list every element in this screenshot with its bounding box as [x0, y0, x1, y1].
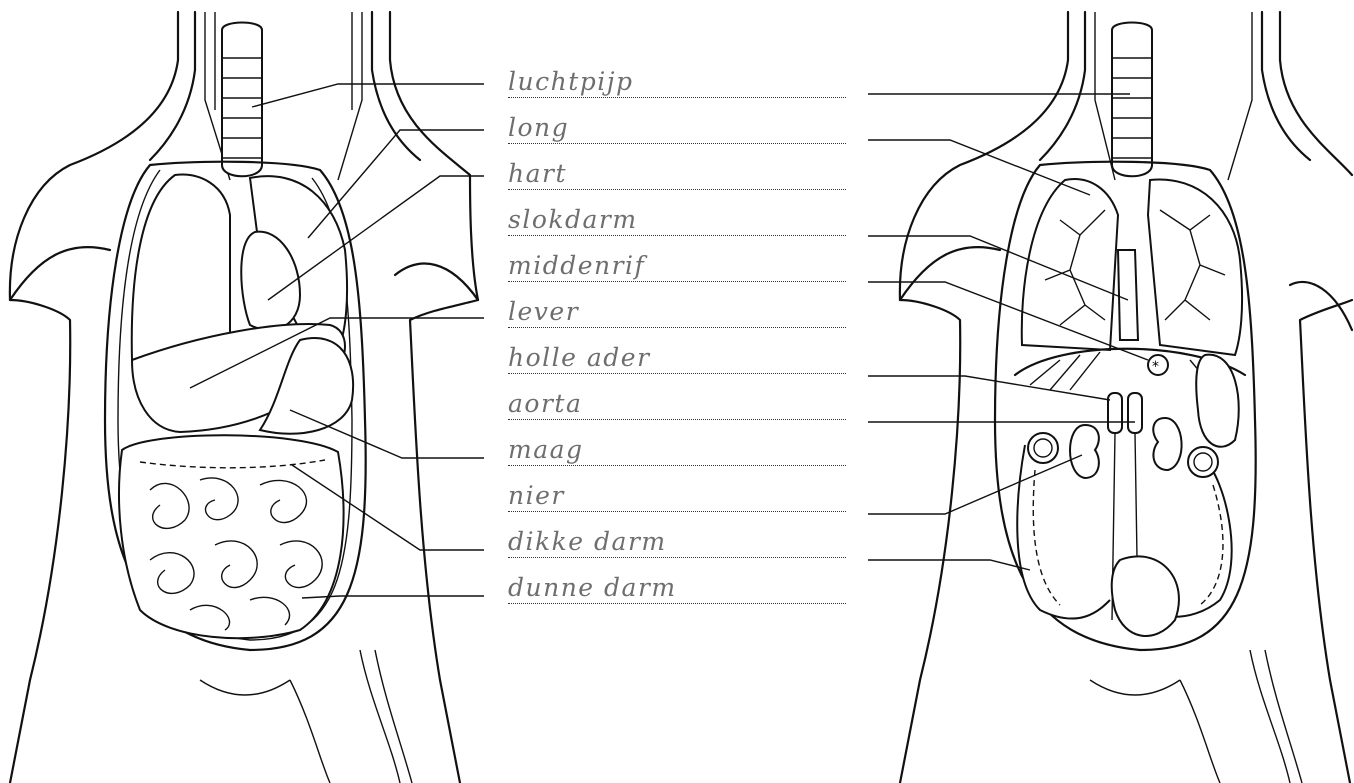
right-esophagus: [1118, 250, 1138, 340]
label-maag: maag: [484, 420, 846, 466]
label-text: hart: [508, 159, 567, 188]
svg-text:*: *: [1152, 359, 1159, 375]
label-text: maag: [508, 435, 584, 464]
label-aorta: aorta: [484, 374, 846, 420]
left-trachea: [222, 23, 262, 177]
label-slokdarm: slokdarm: [484, 190, 846, 236]
left-large-intestine: [119, 435, 344, 638]
label-hart: hart: [484, 144, 846, 190]
label-text: dikke darm: [508, 527, 667, 556]
label-text: nier: [508, 481, 565, 510]
label-text: aorta: [508, 389, 582, 418]
right-lung-left: [1148, 180, 1242, 355]
left-torso: [10, 12, 478, 783]
label-dikke-darm: dikke darm: [484, 512, 846, 558]
right-kidney-2: [1153, 418, 1181, 470]
right-vena-cava: [1108, 393, 1122, 433]
label-nier: nier: [484, 466, 846, 512]
label-text: holle ader: [508, 343, 651, 372]
right-lung-right: [1022, 179, 1118, 350]
label-text: luchtpijp: [508, 67, 634, 96]
label-text: middenrif: [508, 251, 645, 280]
label-text: lever: [508, 297, 579, 326]
left-lung-right: [132, 175, 230, 360]
right-aorta: [1128, 393, 1142, 433]
label-middenrif: middenrif: [484, 236, 846, 282]
label-text: slokdarm: [508, 205, 638, 234]
label-text: dunne darm: [508, 573, 677, 602]
right-torso: *: [900, 12, 1352, 783]
dotted-writing-line: [508, 603, 846, 604]
label-holle-ader: holle ader: [484, 328, 846, 374]
label-luchtpijp: luchtpijp: [484, 52, 846, 98]
label-text: long: [508, 113, 569, 142]
label-long: long: [484, 98, 846, 144]
label-lever: lever: [484, 282, 846, 328]
right-kidney-1: [1070, 425, 1099, 478]
right-trachea: [1112, 23, 1152, 177]
label-dunne-darm: dunne darm: [484, 558, 846, 604]
